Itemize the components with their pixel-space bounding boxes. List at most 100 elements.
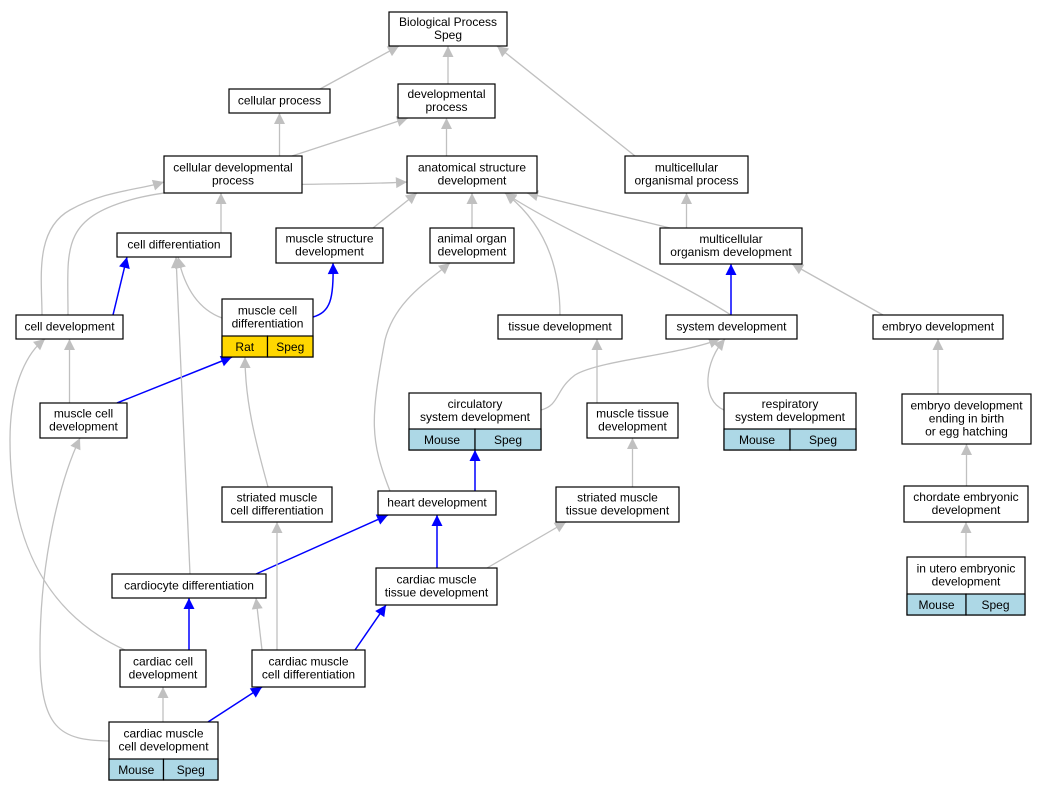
edge-sd-to-asd (504, 192, 732, 316)
node-label-line: tissue development (385, 586, 489, 600)
node-box (111, 573, 267, 599)
node-hd[interactable]: heart development (377, 490, 497, 516)
arrowhead (438, 263, 450, 275)
node-label-line: development (932, 575, 1001, 589)
node-label-line: respiratory (762, 397, 819, 411)
arrowhead (553, 522, 566, 533)
node-label-line: Speg (434, 28, 462, 42)
node-box (116, 232, 232, 258)
arrowhead (932, 339, 944, 350)
species-cell-label: Speg (981, 598, 1009, 612)
node-label-line: development (49, 420, 118, 434)
node-label-line: circulatory (448, 397, 503, 411)
node-cp[interactable]: cellular process (228, 88, 331, 114)
node-label-line: Biological Process (399, 15, 497, 29)
node-box (221, 486, 333, 523)
node-label-line: striated muscle (577, 491, 658, 505)
arrowhead (395, 177, 407, 189)
edge-cardiod-to-cdiff (175, 256, 191, 575)
node-label-line: system development (676, 320, 787, 334)
arrowhead (792, 264, 805, 275)
arrowhead (725, 264, 737, 275)
node-cardiod[interactable]: cardiocyte differentiation (111, 573, 267, 599)
node-label-line: cell differentiation (262, 668, 355, 682)
node-label-line: muscle cell (238, 304, 297, 318)
node-label-line: cardiac muscle (396, 573, 476, 587)
arrowhead (404, 193, 417, 205)
node-label-line: developmental (407, 87, 485, 101)
arrowhead (681, 193, 692, 204)
species-cell-label: Mouse (739, 433, 775, 447)
node-cdev[interactable]: cell development (15, 314, 124, 340)
node-label-line: cell development (24, 320, 115, 334)
species-cell-mouse (965, 593, 1026, 616)
node-label-line: cell differentiation (230, 504, 323, 518)
arrowhead (274, 113, 285, 124)
edge-td-to-asd (504, 192, 561, 316)
node-label-line: development (438, 245, 507, 259)
edge-csd-to-sd (540, 338, 721, 411)
node-box (903, 485, 1029, 523)
node-td[interactable]: tissue development (497, 314, 623, 340)
arrowhead (239, 357, 251, 369)
edge-mcdev-to-mcdiff (116, 356, 233, 404)
arrowhead (157, 687, 169, 698)
arrowhead (215, 193, 227, 204)
node-box (228, 88, 331, 114)
arrowhead (249, 687, 262, 698)
species-cell-mouse (474, 428, 542, 451)
node-ed[interactable]: embryo development (872, 314, 1004, 340)
node-label-line: striated muscle (237, 491, 318, 505)
arrowhead (183, 598, 195, 609)
node-label-line: process (212, 174, 254, 188)
species-cell-label: Speg (809, 433, 837, 447)
node-label-line: development (932, 503, 1001, 517)
node-label-line: cardiocyte differentiation (124, 579, 254, 593)
node-label-line: or egg hatching (925, 425, 1008, 439)
arrowhead (386, 46, 399, 57)
node-label-line: development (438, 174, 507, 188)
node-box (901, 393, 1032, 445)
arrowhead (505, 193, 518, 204)
edge-cmtd-to-smtd (486, 521, 567, 569)
edge-mop-to-bp (496, 45, 636, 157)
edge-ccd-to-cdev (9, 338, 126, 651)
node-box (659, 227, 803, 265)
node-cdiff[interactable]: cell differentiation (116, 232, 232, 258)
node-label-line: organismal process (634, 174, 738, 188)
node-box (163, 155, 303, 194)
node-sd[interactable]: system development (665, 314, 798, 340)
node-label-line: tissue development (508, 320, 612, 334)
node-box (624, 155, 749, 194)
node-label-line: cellular developmental (173, 161, 292, 175)
node-label-line: muscle tissue (596, 407, 669, 421)
arrowhead (961, 444, 972, 455)
arrowhead (151, 179, 164, 191)
edge-ed-to-mod (791, 263, 884, 316)
node-label-line: ending in birth (929, 412, 1004, 426)
node-label-line: cellular process (238, 94, 321, 108)
node-box (397, 83, 496, 119)
